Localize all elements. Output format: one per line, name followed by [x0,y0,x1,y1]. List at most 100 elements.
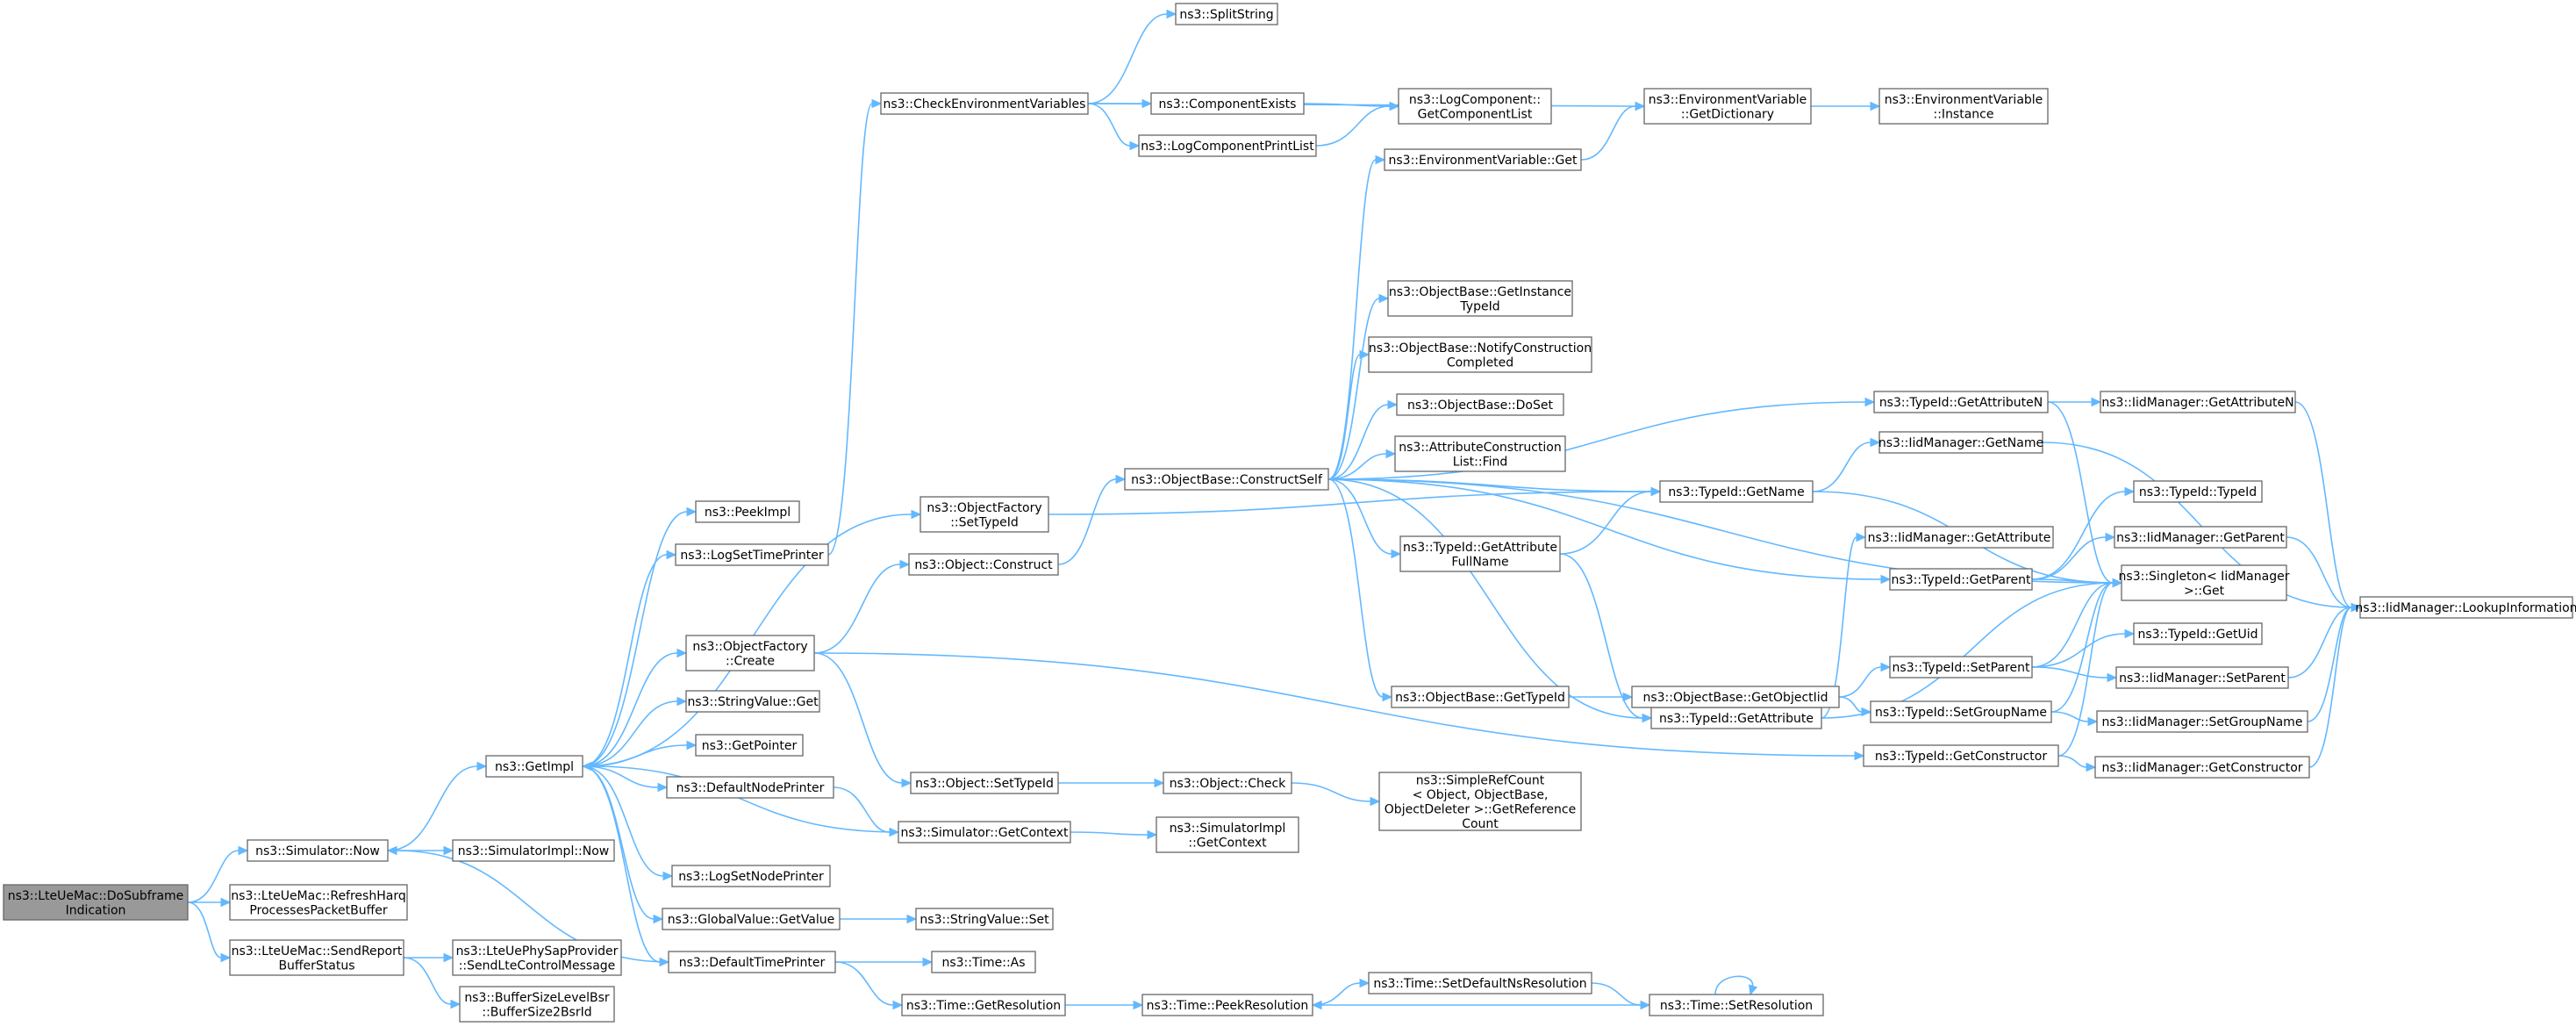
edge-line [1315,105,1391,147]
edge-arrowhead [1382,692,1393,702]
node-getcomplist[interactable]: ns3::LogComponent::GetComponentList [1398,88,1552,125]
node-label: ns3::TypeId::SetParent [1893,661,2030,675]
node-setdefaultns[interactable]: ns3::Time::SetDefaultNsResolution [1368,972,1592,995]
node-label: ns3::EnvironmentVariable [1649,93,1807,107]
node-envinstance[interactable]: ns3::EnvironmentVariable::Instance [1878,88,2049,125]
node-timegetres[interactable]: ns3::Time::GetResolution [901,994,1066,1016]
node-deftimeprinter[interactable]: ns3::DefaultTimePrinter [668,951,836,973]
node-tidsetparent[interactable]: ns3::TypeId::SetParent [1889,656,2033,679]
node-constructself[interactable]: ns3::ObjectBase::ConstructSelf [1124,468,1329,491]
node-defnodeprinter[interactable]: ns3::DefaultNodePrinter [666,776,834,799]
node-label: ns3::DefaultTimePrinter [679,956,826,970]
node-sendlte[interactable]: ns3::LteUePhySapProvider::SendLteControl… [452,939,622,976]
node-tidgetconstructor[interactable]: ns3::TypeId::GetConstructor [1863,744,2059,767]
node-peekimpl[interactable]: ns3::PeekImpl [695,500,800,523]
node-simplerefcount[interactable]: ns3::SimpleRefCount< Object, ObjectBase,… [1378,772,1582,831]
node-simimplnow[interactable]: ns3::SimulatorImpl::Now [452,839,615,862]
node-tidgetname[interactable]: ns3::TypeId::GetName [1659,480,1814,503]
node-box [459,986,615,1023]
node-iidgetattrn[interactable]: ns3::IidManager::GetAttributeN [2100,391,2296,413]
edge-arrowhead [892,1000,904,1010]
node-strget[interactable]: ns3::StringValue::Get [685,690,820,713]
edge-ofsettypeid-to-tidgetname [1048,486,1662,515]
node-box [1878,88,2049,125]
node-obgettypeid[interactable]: ns3::ObjectBase::GetTypeId [1391,686,1570,708]
node-ofcreate[interactable]: ns3::ObjectFactory::Create [685,635,815,671]
node-iidsetparent[interactable]: ns3::IidManager::SetParent [2115,666,2289,689]
edge-line [1087,13,1168,104]
node-tidgetuid[interactable]: ns3::TypeId::GetUid [2133,622,2263,645]
edge-line [582,554,668,767]
node-label: ns3::ObjectBase::GetObjectIid [1642,691,1828,705]
node-gvgetvalue[interactable]: ns3::GlobalValue::GetValue [662,908,841,930]
node-iidsetgroupname[interactable]: ns3::IidManager::SetGroupName [2096,710,2308,733]
node-checkenv[interactable]: ns3::CheckEnvironmentVariables [880,92,1089,115]
node-simgetctx[interactable]: ns3::Simulator::GetContext [898,821,1071,844]
node-box [1398,88,1552,125]
node-peekres[interactable]: ns3::Time::PeekResolution [1141,994,1313,1016]
node-iidgetconstructor[interactable]: ns3::IidManager::GetConstructor [2094,756,2310,779]
edge-getimpl-to-deftimeprinter [582,765,670,967]
node-label: ns3::Object::Construct [914,558,1053,572]
node-tidgetparent[interactable]: ns3::TypeId::GetParent [1889,568,2033,591]
edge-objsettypeid-to-objcheck [1057,778,1165,788]
node-iidlookup[interactable]: ns3::IidManager::LookupInformation [2355,596,2576,619]
edge-arrowhead [1378,293,1390,304]
node-box [675,543,829,566]
node-logcompprint[interactable]: ns3::LogComponentPrintList [1138,134,1317,157]
node-envgetdict[interactable]: ns3::EnvironmentVariable::GetDictionary [1643,88,1812,125]
edge-line [1087,103,1131,147]
node-label: ns3::TypeId::TypeId [2139,485,2257,499]
edge-line [1327,354,1361,480]
node-singletonget[interactable]: ns3::Singleton< IidManager>::Get [2119,564,2290,601]
node-notifyconstr[interactable]: ns3::ObjectBase::NotifyConstructionCompl… [1368,336,1592,373]
node-logsetnode[interactable]: ns3::LogSetNodePrinter [671,865,831,887]
node-label: ns3::ObjectBase::GetTypeId [1395,691,1565,705]
edge-arrowhead [1375,154,1386,165]
node-iidgetname[interactable]: ns3::IidManager::GetName [1878,431,2043,454]
node-tidsetgroupname[interactable]: ns3::TypeId::SetGroupName [1870,700,2052,723]
node-box [1175,3,1278,25]
node-box [695,734,804,757]
node-box [1368,972,1592,995]
node-envget[interactable]: ns3::EnvironmentVariable::Get [1384,148,1582,171]
edge-arrowhead [443,952,454,963]
node-refresh[interactable]: ns3::LteUeMac::RefreshHarqProcessesPacke… [229,884,408,921]
node-tidgetattrn[interactable]: ns3::TypeId::GetAttributeN [1873,391,2049,413]
edge-constructself-to-obgettypeid [1327,478,1393,702]
node-timesetres[interactable]: ns3::Time::SetResolution [1649,994,1824,1016]
edge-tidgetattr-to-singletonget [1821,578,2123,719]
node-tidtypeid[interactable]: ns3::TypeId::TypeId [2133,480,2263,503]
node-getpointer[interactable]: ns3::GetPointer [695,734,804,757]
node-bsr[interactable]: ns3::BufferSizeLevelBsr::BufferSize2BsrI… [459,986,615,1023]
edge-line [403,957,452,1005]
edge-arrowhead [2086,762,2097,772]
node-strset[interactable]: ns3::StringValue::Set [915,908,1054,930]
node-objconstruct[interactable]: ns3::Object::Construct [908,553,1059,576]
node-simimplgetctx[interactable]: ns3::SimulatorImpl::GetContext [1156,816,1299,853]
edge-sendreport-to-sendlte [403,952,454,963]
node-iidgetparent[interactable]: ns3::IidManager::GetParent [2114,526,2287,549]
node-ofsettypeid[interactable]: ns3::ObjectFactory::SetTypeId [919,496,1049,533]
node-objcheck[interactable]: ns3::Object::Check [1163,772,1292,794]
node-box [229,939,404,976]
node-tidgetattr[interactable]: ns3::TypeId::GetAttribute [1650,707,1822,729]
node-getimpl[interactable]: ns3::GetImpl [485,755,583,778]
edge-getimpl-to-logsettime [582,549,677,767]
node-iidgetattr[interactable]: ns3::IidManager::GetAttribute [1864,526,2054,549]
node-splitstring[interactable]: ns3::SplitString [1175,3,1278,25]
node-simnow[interactable]: ns3::Simulator::Now [247,839,389,862]
node-logsettime[interactable]: ns3::LogSetTimePrinter [675,543,829,566]
node-compexists[interactable]: ns3::ComponentExists [1150,92,1305,115]
node-obgetobjectiid[interactable]: ns3::ObjectBase::GetObjectIid [1631,686,1840,708]
edge-line [582,652,678,767]
node-objsettypeid[interactable]: ns3::Object::SetTypeId [910,772,1059,794]
node-doset[interactable]: ns3::ObjectBase::DoSet [1396,393,1564,416]
node-timeas[interactable]: ns3::Time::As [931,951,1036,973]
edge-constructself-to-notifyconstr [1327,349,1370,480]
